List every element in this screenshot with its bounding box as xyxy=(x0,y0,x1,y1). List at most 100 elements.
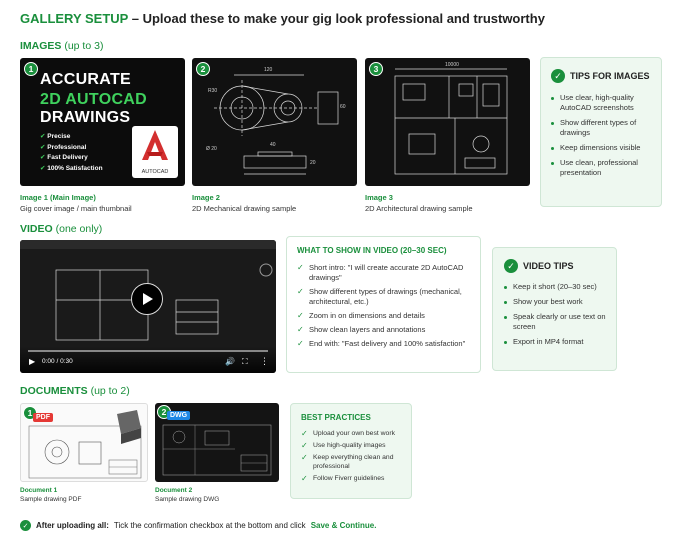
cover-line-2: 2D AUTOCAD xyxy=(40,91,148,108)
dwg-tag: DWG xyxy=(167,411,191,420)
cover-bullet: ✔ Professional xyxy=(40,143,87,151)
best-practice-item: Follow Fiverr guidelines xyxy=(301,474,405,483)
image-2-number-badge: 2 xyxy=(196,62,210,76)
footer-bold: After uploading all: xyxy=(36,521,109,530)
dim-left: R30 xyxy=(208,88,218,94)
floor-plan-drawing xyxy=(394,68,508,175)
cover-bullets: ✔ Precise ✔ Professional ✔ Fast Delivery… xyxy=(40,132,103,174)
image-1-thumbnail[interactable]: 1 ACCURATE 2D AUTOCAD DRAWINGS ✔ Precise… xyxy=(20,58,185,186)
cover-line-3: DRAWINGS xyxy=(40,109,131,126)
dim-top: 120 xyxy=(264,67,273,73)
play-icon xyxy=(143,293,153,305)
video-content-item: Show clean layers and annotations xyxy=(297,325,472,335)
video-tip-item: Export in MP4 format xyxy=(504,337,608,347)
cover-bullet: ✔ Fast Delivery xyxy=(40,154,88,161)
image-2-caption-sub: 2D Mechanical drawing sample xyxy=(192,204,297,213)
video-cad-toolbar xyxy=(20,240,276,249)
image-2-caption-title: Image 2 xyxy=(192,193,220,202)
play-button[interactable] xyxy=(131,283,163,315)
dim-mid: 40 xyxy=(270,142,276,148)
cover-line-1: ACCURATE xyxy=(40,71,131,88)
autocad-logo-text: AUTOCAD xyxy=(141,169,169,175)
document-1-caption-sub: Sample drawing PDF xyxy=(20,496,82,503)
images-count-note: (up to 3) xyxy=(64,40,104,52)
document-2-caption-sub: Sample drawing DWG xyxy=(155,496,220,503)
autocad-a-icon xyxy=(142,130,168,160)
image-3-caption-title: Image 3 xyxy=(365,193,393,202)
best-practices-title: BEST PRACTICES xyxy=(301,413,371,422)
check-circle-icon: ✓ xyxy=(20,520,31,531)
video-tip-item: Speak clearly or use text on screen xyxy=(504,312,608,332)
volume-icon[interactable]: 🔊 xyxy=(225,357,235,366)
video-tips-box: ✓ VIDEO TIPS Keep it short (20–30 sec) S… xyxy=(492,247,617,371)
document-1-caption-title: Document 1 xyxy=(20,487,58,494)
document-1-thumbnail[interactable]: 1 PDF xyxy=(20,403,148,482)
video-tip-item: Keep it short (20–30 sec) xyxy=(504,282,608,292)
page-title: GALLERY SETUP – Upload these to make you… xyxy=(20,11,545,26)
image-3-caption-sub: 2D Architectural drawing sample xyxy=(365,204,473,213)
dwg-drawing-preview xyxy=(162,424,272,476)
image-3-number-badge: 3 xyxy=(369,62,383,76)
image-tips-title-row: ✓ TIPS FOR IMAGES xyxy=(551,69,653,83)
video-time: 0:00 / 0:30 xyxy=(42,358,73,365)
image-tips-title: TIPS FOR IMAGES xyxy=(570,71,650,81)
page-title-green: GALLERY SETUP xyxy=(20,11,129,26)
footer-text: Tick the confirmation checkbox at the bo… xyxy=(113,521,306,530)
best-practice-item: Use high-quality images xyxy=(301,441,405,450)
video-tip-item: Show your best work xyxy=(504,297,608,307)
images-label: IMAGES xyxy=(20,40,62,52)
video-player[interactable]: ▶ 0:00 / 0:30 🔊 ⛶ ⋮ xyxy=(20,240,276,373)
video-tips-list: Keep it short (20–30 sec) Show your best… xyxy=(504,282,608,347)
video-label: VIDEO xyxy=(20,223,53,235)
video-content-item: Short intro: "I will create accurate 2D … xyxy=(297,263,472,283)
video-tips-title: VIDEO TIPS xyxy=(523,261,574,271)
cover-bullet: ✔ Precise xyxy=(40,133,71,140)
autocad-logo: AUTOCAD xyxy=(132,126,178,178)
best-practices-box: BEST PRACTICES Upload your own best work… xyxy=(290,403,412,499)
image-1-number-badge: 1 xyxy=(24,62,38,76)
document-2-thumbnail[interactable]: 2 DWG xyxy=(155,403,279,482)
image-tip-item: Keep dimensions visible xyxy=(551,143,653,153)
image-2-thumbnail[interactable]: 2 120 R30 60 Ø 20 40 20 xyxy=(192,58,357,186)
video-play-small-icon[interactable]: ▶ xyxy=(29,357,36,366)
mechanical-drawing xyxy=(214,74,339,175)
image-tips-list: Use clear, high-quality AutoCAD screensh… xyxy=(551,93,653,178)
dim-bottom: 20 xyxy=(310,160,316,166)
fullscreen-icon[interactable]: ⛶ xyxy=(242,357,248,366)
more-options-icon[interactable]: ⋮ xyxy=(260,356,269,366)
image-tip-item: Use clear, high-quality AutoCAD screensh… xyxy=(551,93,653,113)
image-tip-item: Show different types of drawings xyxy=(551,118,653,138)
dim-right: 60 xyxy=(340,104,346,110)
video-content-item: Zoom in on dimensions and details xyxy=(297,311,472,321)
documents-count-note: (up to 2) xyxy=(90,385,130,397)
dim-top: 10000 xyxy=(445,62,459,68)
document-2-caption-title: Document 2 xyxy=(155,487,193,494)
video-count-note: (one only) xyxy=(55,223,103,235)
video-content-item: Show different types of drawings (mechan… xyxy=(297,287,472,307)
video-content-item: End with: "Fast delivery and 100% satisf… xyxy=(297,339,472,349)
best-practices-list: Upload your own best work Use high-quali… xyxy=(301,429,405,483)
image-1-caption-title: Image 1 (Main Image) xyxy=(20,193,96,202)
video-tips-title-row: ✓ VIDEO TIPS xyxy=(504,259,608,273)
video-section-label: VIDEO (one only) xyxy=(20,223,102,235)
image-tips-box: ✓ TIPS FOR IMAGES Use clear, high-qualit… xyxy=(540,57,662,207)
best-practice-item: Upload your own best work xyxy=(301,429,405,438)
images-section-label: IMAGES (up to 3) xyxy=(20,40,103,52)
dim-bottom-left: Ø 20 xyxy=(206,146,217,152)
pdf-drawing-preview xyxy=(28,410,142,479)
video-content-list: Short intro: "I will create accurate 2D … xyxy=(297,263,472,349)
page-title-rest: – Upload these to make your gig look pro… xyxy=(131,11,545,26)
check-circle-icon: ✓ xyxy=(551,69,565,83)
cover-bullet: ✔ 100% Satisfaction xyxy=(40,164,103,172)
image-1-caption-sub: Gig cover image / main thumbnail xyxy=(20,204,132,213)
documents-label: DOCUMENTS xyxy=(20,385,88,397)
documents-section-label: DOCUMENTS (up to 2) xyxy=(20,385,130,397)
video-progress-track[interactable] xyxy=(28,350,268,352)
check-circle-icon: ✓ xyxy=(504,259,518,273)
footer-instruction: ✓ After uploading all: Tick the confirma… xyxy=(20,520,376,531)
footer-action: Save & Continue. xyxy=(310,521,377,530)
image-3-thumbnail[interactable]: 3 10000 xyxy=(365,58,530,186)
video-content-box: WHAT TO SHOW IN VIDEO (20–30 SEC) Short … xyxy=(286,236,481,373)
pdf-tag: PDF xyxy=(33,413,53,422)
video-content-title: WHAT TO SHOW IN VIDEO (20–30 SEC) xyxy=(297,246,447,255)
